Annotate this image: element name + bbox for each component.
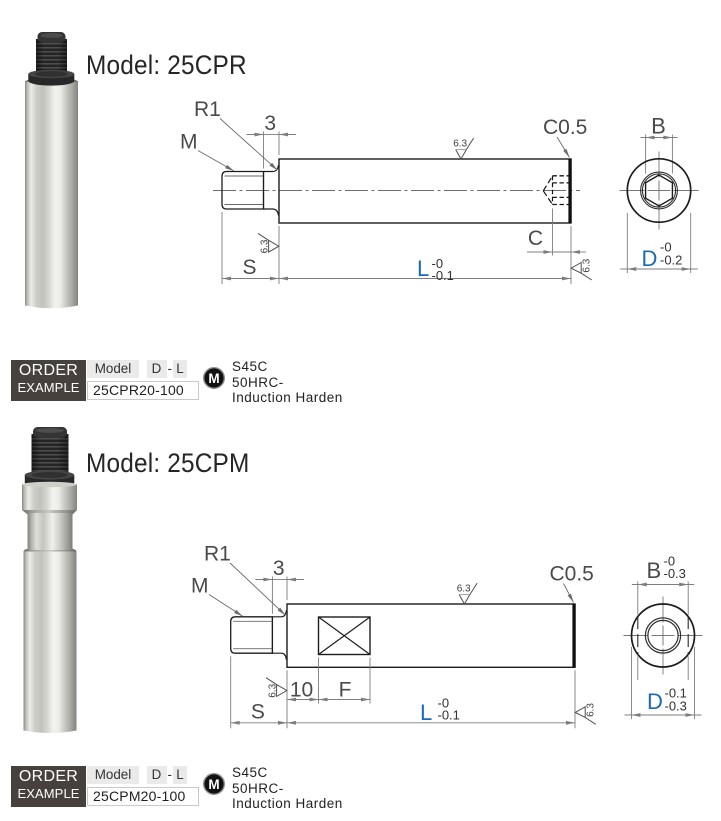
svg-text:-0.1: -0.1 <box>665 686 687 701</box>
svg-text:-0.3: -0.3 <box>664 566 686 581</box>
svg-text:C0.5: C0.5 <box>550 563 594 586</box>
svg-text:3: 3 <box>273 557 285 580</box>
svg-text:6.3: 6.3 <box>582 258 593 272</box>
svg-text:-0: -0 <box>438 696 450 711</box>
svg-text:L: L <box>417 256 429 281</box>
svg-text:D: D <box>647 689 663 714</box>
svg-text:M: M <box>191 575 209 598</box>
svg-text:3: 3 <box>264 112 276 135</box>
svg-text:M: M <box>208 371 219 386</box>
svg-text:-0.3: -0.3 <box>665 699 687 714</box>
svg-text:-0: -0 <box>432 256 444 271</box>
svg-text:F: F <box>339 679 352 702</box>
svg-text:-0: -0 <box>664 554 676 569</box>
svg-text:B: B <box>647 558 662 583</box>
svg-text:6.3: 6.3 <box>457 584 471 595</box>
svg-text:S: S <box>242 256 256 279</box>
svg-text:-0.2: -0.2 <box>660 253 682 268</box>
svg-text:L: L <box>420 700 432 725</box>
svg-text:R1: R1 <box>194 98 221 121</box>
svg-text:S: S <box>251 700 265 723</box>
svg-text:6.3: 6.3 <box>586 703 597 717</box>
svg-text:6.3: 6.3 <box>453 139 467 150</box>
svg-text:C0.5: C0.5 <box>543 116 587 139</box>
svg-text:R1: R1 <box>204 543 231 566</box>
svg-text:D: D <box>642 246 658 271</box>
svg-text:-0.1: -0.1 <box>438 708 460 723</box>
svg-text:C: C <box>528 227 543 250</box>
svg-text:M: M <box>208 777 219 792</box>
svg-text:6.3: 6.3 <box>268 683 279 697</box>
svg-text:M: M <box>180 131 198 154</box>
svg-text:-0.1: -0.1 <box>432 268 454 283</box>
svg-text:10: 10 <box>290 679 313 702</box>
svg-text:B: B <box>651 114 666 139</box>
svg-text:6.3: 6.3 <box>260 239 271 253</box>
svg-text:-0: -0 <box>660 240 672 255</box>
